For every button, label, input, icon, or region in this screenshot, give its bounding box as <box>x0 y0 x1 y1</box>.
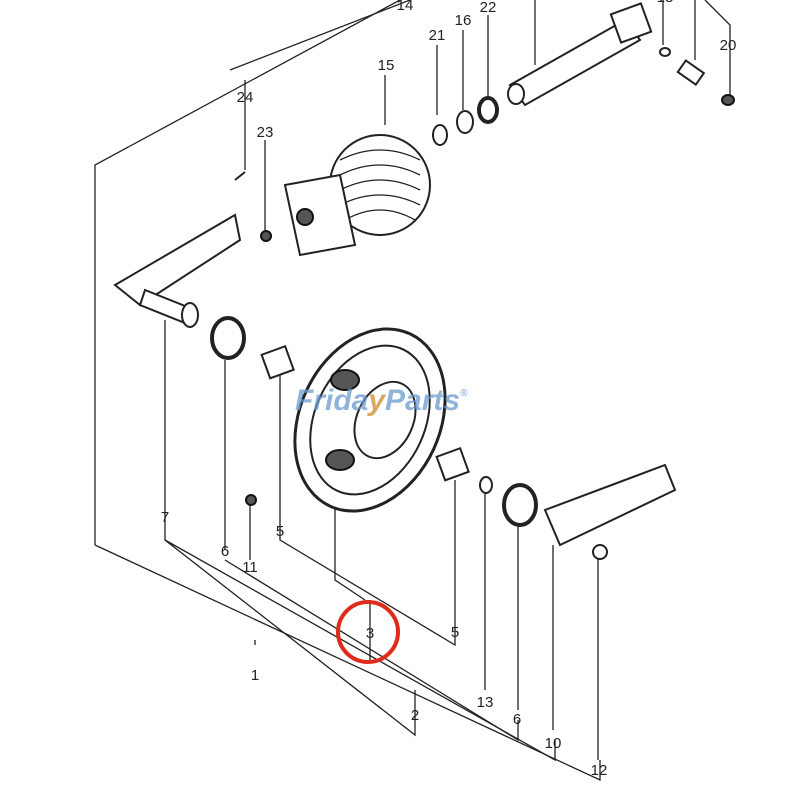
callout-18: 18 <box>657 0 674 6</box>
callout-11: 11 <box>242 559 258 576</box>
callout-24: 24 <box>237 89 254 106</box>
callout-10: 10 <box>545 735 562 752</box>
callout-5: 5 <box>276 523 284 540</box>
callout-12: 12 <box>591 762 608 779</box>
recoil-spring <box>283 134 431 257</box>
svg-text:FridayParts®: FridayParts® <box>295 384 468 417</box>
watermark: FridayParts® <box>295 384 468 417</box>
callout-21: 21 <box>429 27 446 44</box>
callout-7: 7 <box>161 509 169 526</box>
callout-1: 1 <box>251 667 259 684</box>
parts <box>113 2 735 560</box>
leader-lines <box>94 0 731 782</box>
callout-16: 16 <box>455 12 472 29</box>
callout-15: 15 <box>378 57 395 74</box>
callout-22: 22 <box>480 0 497 16</box>
callout-13: 13 <box>477 694 494 711</box>
callout-3: 3 <box>366 625 374 642</box>
callout-2: 2 <box>411 707 419 724</box>
highlight-circle <box>336 600 400 664</box>
callout-23: 23 <box>257 124 274 141</box>
callout-5b: 5 <box>451 624 459 641</box>
callout-20: 20 <box>720 37 737 54</box>
callout-6b: 6 <box>513 711 521 728</box>
idler-wheel <box>293 327 447 513</box>
callout-14: 14 <box>397 0 414 14</box>
callout-labels: 14 16 22 18 20 21 15 24 23 7 6 11 5 3 5 … <box>161 0 737 779</box>
callout-6: 6 <box>221 543 229 560</box>
